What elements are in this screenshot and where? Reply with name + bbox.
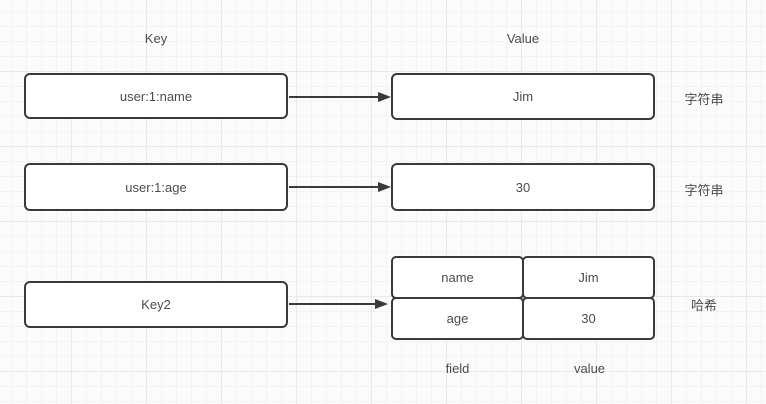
key-box-user-1-name[interactable]: user:1:name <box>24 73 288 119</box>
arrow-head-icon <box>375 299 388 309</box>
arrow-head-icon <box>378 182 391 192</box>
key-box-label: user:1:name <box>119 88 193 104</box>
hash-table: name Jim age 30 <box>391 256 655 340</box>
cell-label: 30 <box>581 311 596 326</box>
value-box-label: 30 <box>515 179 531 195</box>
arrow-row1[interactable] <box>289 91 391 103</box>
key-column-header: Key <box>144 31 168 46</box>
key-box-label: user:1:age <box>125 179 187 195</box>
footer-label-value: value <box>573 361 606 376</box>
hash-table-cell-value-jim[interactable]: Jim <box>522 256 655 299</box>
arrow-row2[interactable] <box>289 181 391 193</box>
cell-label: age <box>446 311 469 326</box>
arrow-row3[interactable] <box>289 298 388 310</box>
value-column-header: Value <box>506 31 540 46</box>
arrow-head-icon <box>378 92 391 102</box>
arrow-line <box>289 96 378 98</box>
type-label-string-1: 字符串 <box>684 92 724 107</box>
type-label-string-2: 字符串 <box>684 183 724 198</box>
hash-table-cell-field-name[interactable]: name <box>391 256 524 299</box>
footer-label-field: field <box>445 361 470 376</box>
arrow-line <box>289 303 375 305</box>
value-box-30[interactable]: 30 <box>391 163 655 211</box>
arrow-line <box>289 186 378 188</box>
hash-table-cell-field-age[interactable]: age <box>391 297 524 340</box>
type-label-hash: 哈希 <box>690 298 717 313</box>
key-box-key2[interactable]: Key2 <box>24 281 288 328</box>
value-box-label: Jim <box>512 89 534 104</box>
cell-label: name <box>441 270 474 285</box>
cell-label: Jim <box>578 270 599 285</box>
key-box-user-1-age[interactable]: user:1:age <box>24 163 288 211</box>
key-box-label: Key2 <box>141 297 171 312</box>
hash-table-cell-value-30[interactable]: 30 <box>522 297 655 340</box>
value-box-jim[interactable]: Jim <box>391 73 655 120</box>
